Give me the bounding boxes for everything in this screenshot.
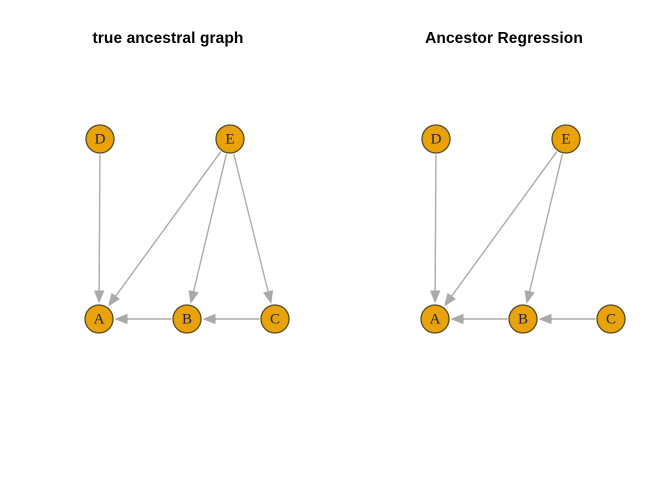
node-circle-D[interactable] xyxy=(421,124,451,154)
arrowhead-E-to-A xyxy=(444,292,456,307)
node-circle-C[interactable] xyxy=(260,304,290,334)
arrowhead-C-to-B xyxy=(538,313,552,325)
arrowhead-E-to-B xyxy=(524,290,535,304)
node-D[interactable]: D xyxy=(421,124,451,154)
arrowhead-C-to-B xyxy=(202,313,216,325)
graph-ancestor-regression: D E A B C xyxy=(420,124,626,334)
arrowhead-D-to-A xyxy=(429,290,441,304)
arrowhead-D-to-A xyxy=(93,290,105,304)
node-circle-B[interactable] xyxy=(172,304,202,334)
node-B[interactable]: B xyxy=(172,304,202,334)
edge-E-to-A xyxy=(444,151,558,307)
edge-C-to-B xyxy=(538,313,596,325)
node-E[interactable]: E xyxy=(215,124,245,154)
node-D[interactable]: D xyxy=(85,124,115,154)
panel-ancestor-regression: Ancestor Regression D E A B C xyxy=(336,0,672,480)
edge-E-to-B xyxy=(188,153,228,304)
node-E[interactable]: E xyxy=(551,124,581,154)
node-A[interactable]: A xyxy=(84,304,114,334)
node-circle-E[interactable] xyxy=(215,124,245,154)
node-circle-D[interactable] xyxy=(85,124,115,154)
node-B[interactable]: B xyxy=(508,304,538,334)
edge-B-to-A xyxy=(114,313,172,325)
edge-B-to-A xyxy=(450,313,508,325)
edge-D-to-A xyxy=(429,154,441,304)
edge-E-to-A xyxy=(108,151,222,307)
edge-E-to-C xyxy=(233,153,274,304)
node-circle-E[interactable] xyxy=(551,124,581,154)
edge-D-to-A xyxy=(93,154,105,304)
arrowhead-E-to-A xyxy=(108,292,120,307)
panel-true-ancestral-graph: true ancestral graph D E A B C xyxy=(84,30,290,334)
node-circle-B[interactable] xyxy=(508,304,538,334)
node-circle-C[interactable] xyxy=(596,304,626,334)
arrowhead-E-to-B xyxy=(188,290,199,304)
node-C[interactable]: C xyxy=(596,304,626,334)
graph-true-ancestral-graph: D E A B C xyxy=(84,124,290,334)
edge-E-to-B xyxy=(524,153,564,304)
edge-C-to-B xyxy=(202,313,260,325)
arrowhead-E-to-C xyxy=(263,290,274,304)
node-circle-A[interactable] xyxy=(84,304,114,334)
panel-title-left: true ancestral graph xyxy=(92,30,244,47)
node-circle-A[interactable] xyxy=(420,304,450,334)
arrowhead-B-to-A xyxy=(450,313,464,325)
node-C[interactable]: C xyxy=(260,304,290,334)
arrowhead-B-to-A xyxy=(114,313,128,325)
node-A[interactable]: A xyxy=(420,304,450,334)
panel-title-right: Ancestor Regression xyxy=(425,30,583,47)
